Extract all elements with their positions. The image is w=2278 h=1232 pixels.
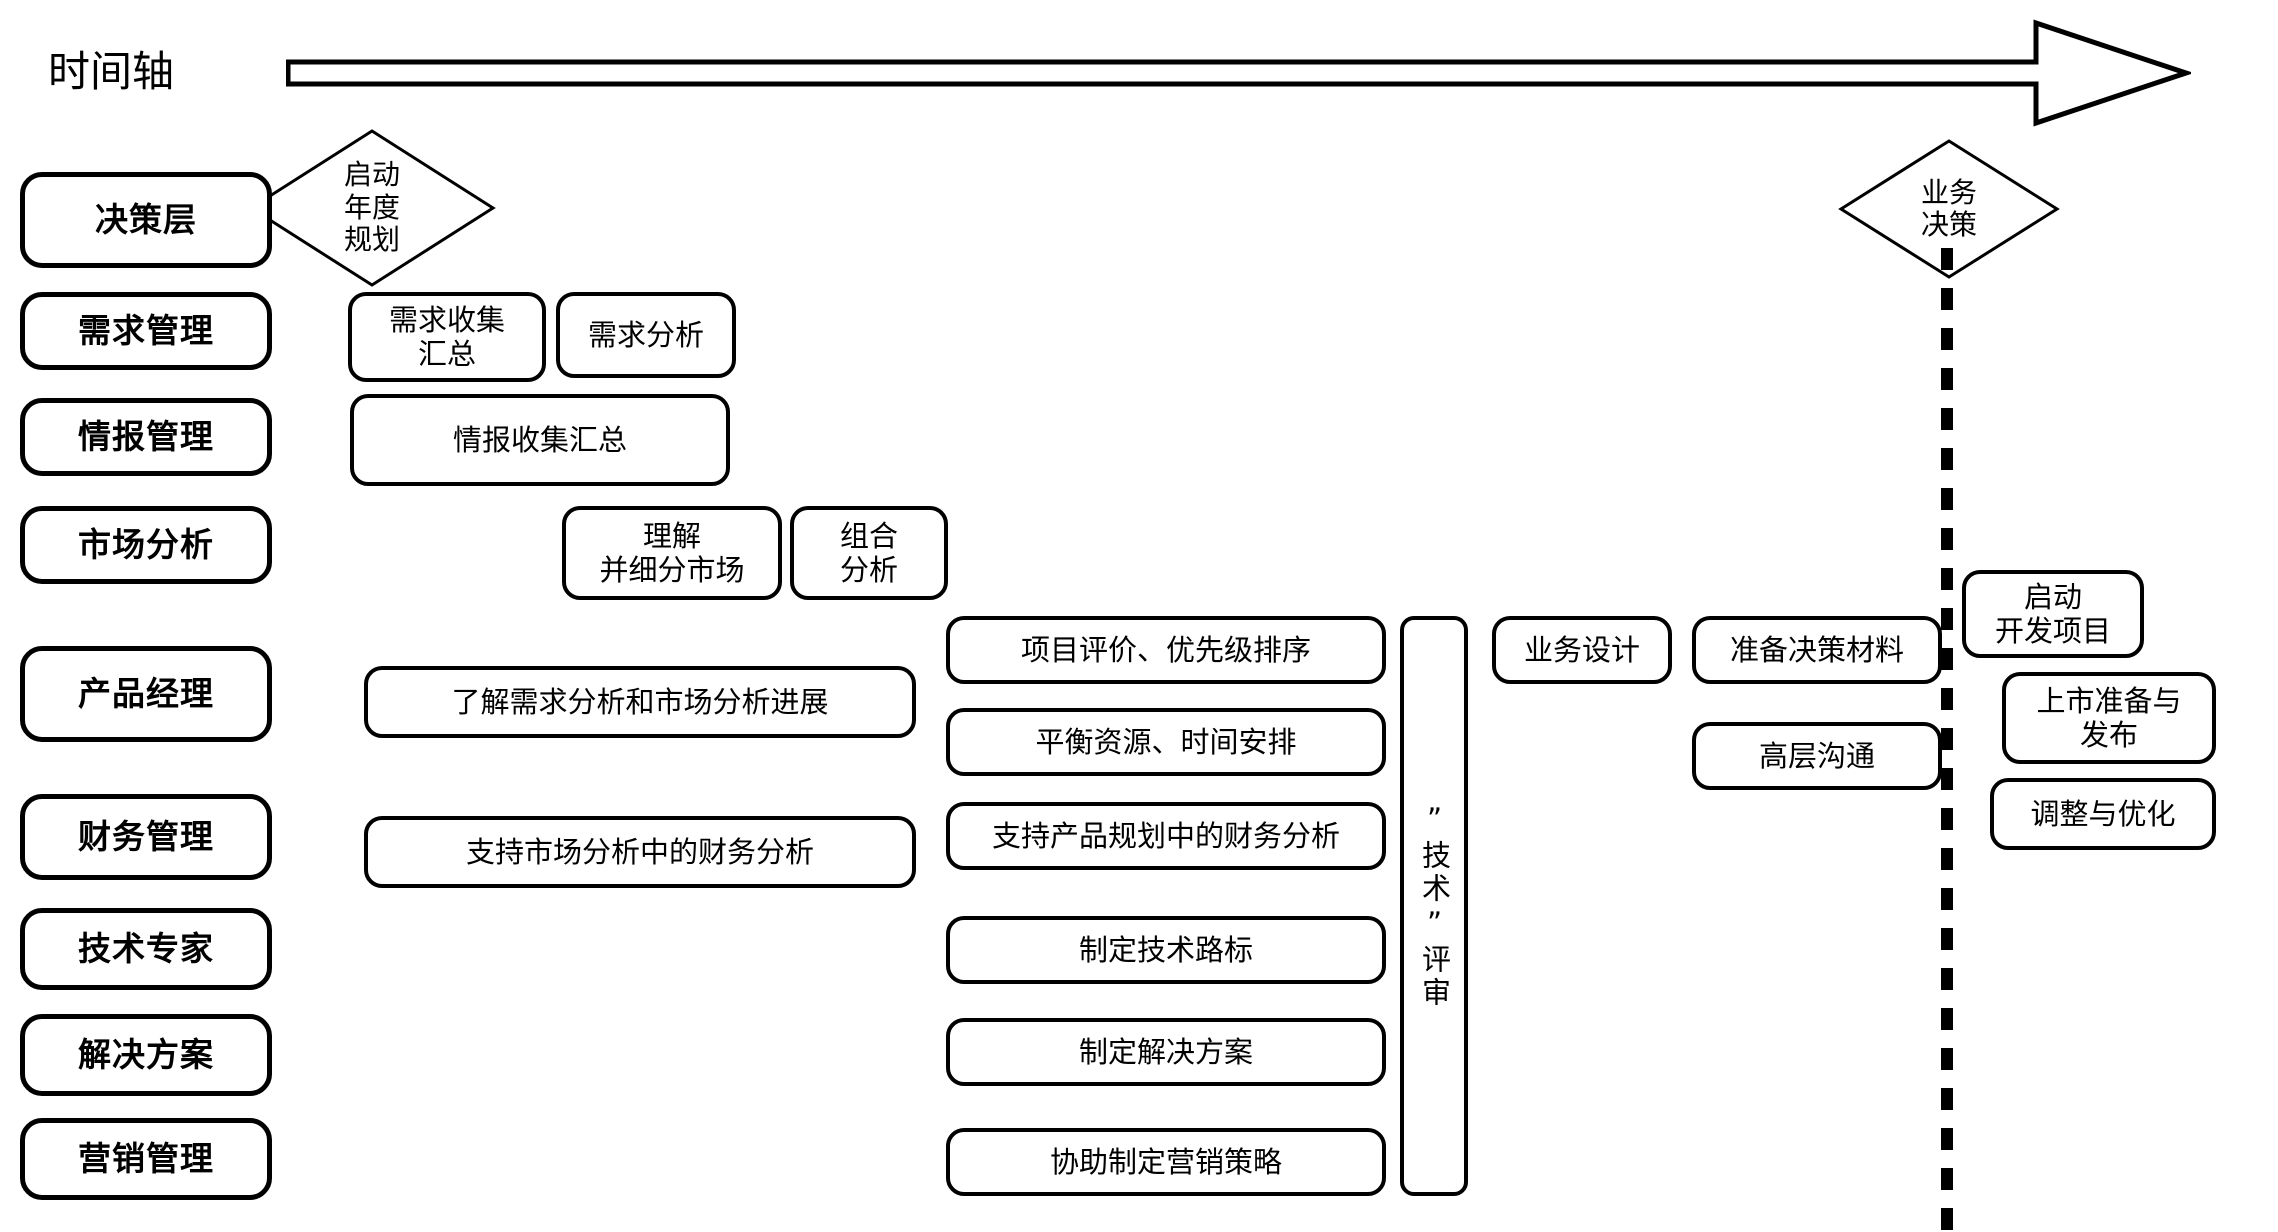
task-intelligence-collect-summary[interactable]: 情报收集汇总 bbox=[350, 394, 730, 486]
task-understand-segment-market[interactable]: 理解 并细分市场 bbox=[562, 506, 782, 600]
milestone-dashed-line bbox=[1941, 248, 1953, 1232]
task-adjust-optimize[interactable]: 调整与优化 bbox=[1990, 778, 2216, 850]
task-assist-marketing-strategy[interactable]: 协助制定营销策略 bbox=[946, 1128, 1386, 1196]
lane-label-product-manager[interactable]: 产品经理 bbox=[20, 646, 272, 742]
task-senior-communication[interactable]: 高层沟通 bbox=[1692, 722, 1942, 790]
lane-label-demand-management[interactable]: 需求管理 bbox=[20, 292, 272, 370]
task-make-solution[interactable]: 制定解决方案 bbox=[946, 1018, 1386, 1086]
task-balance-resource-schedule[interactable]: 平衡资源、时间安排 bbox=[946, 708, 1386, 776]
task-launch-prep-release[interactable]: 上市准备与 发布 bbox=[2002, 672, 2216, 764]
milestone-label: 业务 决策 bbox=[1920, 175, 1977, 241]
task-support-product-plan-financial-analysis[interactable]: 支持产品规划中的财务分析 bbox=[946, 802, 1386, 870]
lane-label-intelligence-management[interactable]: 情报管理 bbox=[20, 398, 272, 476]
task-make-tech-roadmap[interactable]: 制定技术路标 bbox=[946, 916, 1386, 984]
task-portfolio-analysis[interactable]: 组合 分析 bbox=[790, 506, 948, 600]
lane-label-technical-expert[interactable]: 技术专家 bbox=[20, 908, 272, 990]
timeline-label: 时间轴 bbox=[48, 47, 175, 96]
lane-label-solution[interactable]: 解决方案 bbox=[20, 1014, 272, 1096]
milestone-label: 启动 年度 规划 bbox=[343, 158, 400, 257]
task-technical-review[interactable]: ”技术”评审 bbox=[1400, 616, 1468, 1196]
lane-label-finance-management[interactable]: 财务管理 bbox=[20, 794, 272, 880]
lane-label-decision-layer[interactable]: 决策层 bbox=[20, 172, 272, 268]
lane-label-marketing-management[interactable]: 营销管理 bbox=[20, 1118, 272, 1200]
milestone-business-decision[interactable]: 业务 决策 bbox=[1838, 138, 2060, 280]
task-prepare-decision-material[interactable]: 准备决策材料 bbox=[1692, 616, 1942, 684]
task-know-demand-and-market-progress[interactable]: 了解需求分析和市场分析进展 bbox=[364, 666, 916, 738]
milestone-start-annual-planning[interactable]: 启动 年度 规划 bbox=[248, 128, 496, 288]
task-start-development-project[interactable]: 启动 开发项目 bbox=[1962, 570, 2144, 658]
task-demand-collect-summary[interactable]: 需求收集 汇总 bbox=[348, 292, 546, 382]
task-business-design[interactable]: 业务设计 bbox=[1492, 616, 1672, 684]
task-demand-analysis[interactable]: 需求分析 bbox=[556, 292, 736, 378]
timeline-arrow bbox=[286, 18, 2191, 128]
task-project-eval-priority[interactable]: 项目评价、优先级排序 bbox=[946, 616, 1386, 684]
lane-label-market-analysis[interactable]: 市场分析 bbox=[20, 506, 272, 584]
task-support-market-financial-analysis[interactable]: 支持市场分析中的财务分析 bbox=[364, 816, 916, 888]
diamond-shape bbox=[248, 128, 496, 288]
